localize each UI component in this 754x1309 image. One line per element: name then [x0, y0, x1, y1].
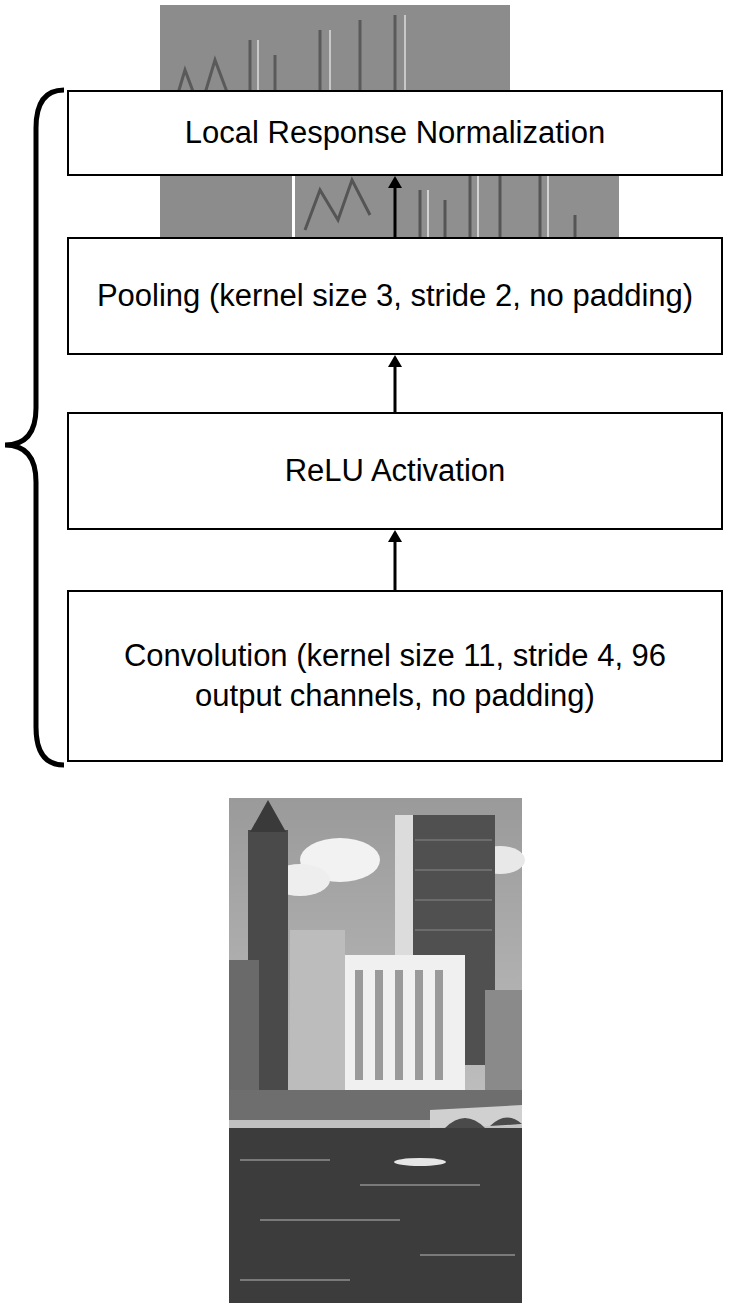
box-label: ReLU Activation — [269, 443, 522, 499]
box-label: Local Response Normalization — [169, 105, 621, 161]
arrow-head — [388, 355, 402, 367]
arrow-line — [394, 367, 397, 412]
flow-arrow — [388, 176, 402, 237]
arrow-head — [388, 176, 402, 188]
box-label: Convolution (kernel size 11, stride 4, 9… — [69, 628, 721, 723]
arrow-head — [388, 530, 402, 542]
arrow-line — [394, 542, 397, 590]
process-box: ReLU Activation — [67, 412, 723, 530]
process-box: Local Response Normalization — [67, 90, 723, 176]
process-box: Pooling (kernel size 3, stride 2, no pad… — [67, 237, 723, 355]
box-label: Pooling (kernel size 3, stride 2, no pad… — [81, 268, 709, 324]
flow-arrow — [388, 530, 402, 590]
flow-arrow — [388, 355, 402, 412]
bracket-path — [5, 90, 64, 765]
process-box: Convolution (kernel size 11, stride 4, 9… — [67, 590, 723, 762]
arrow-line — [394, 188, 397, 237]
